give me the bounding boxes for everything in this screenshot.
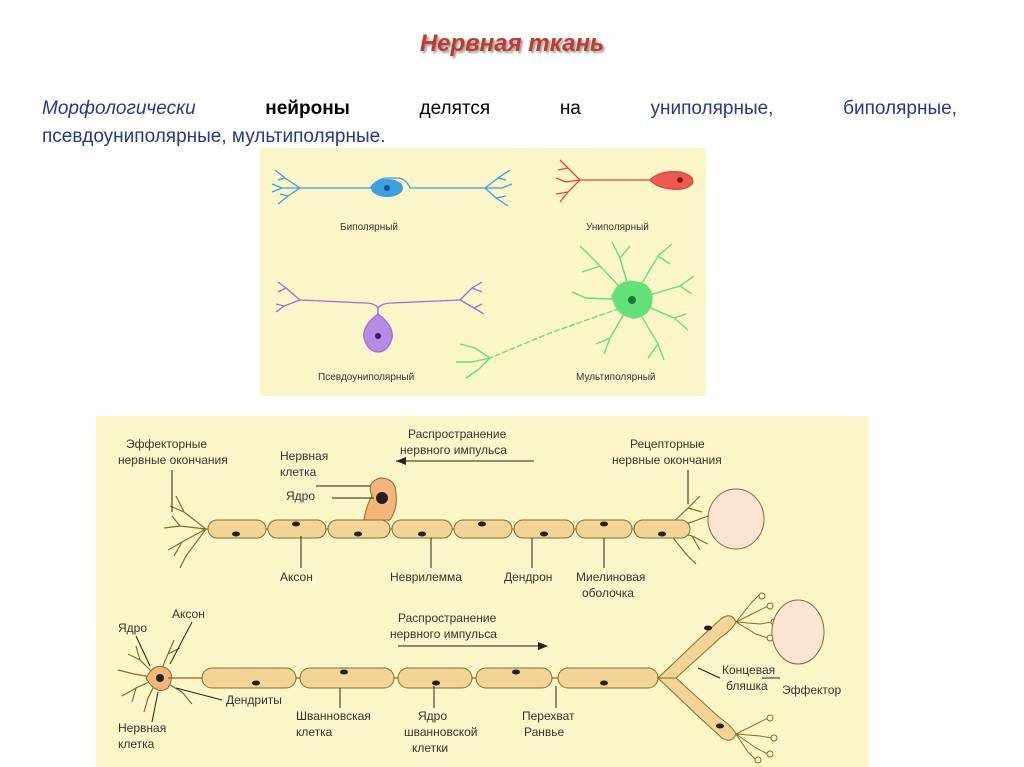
top-leader-lines <box>171 470 689 568</box>
receptor-endings-label: Рецепторные <box>630 437 705 451</box>
top-impulse-arrow-head <box>396 457 406 465</box>
myelin-label-line2: оболочка <box>582 586 634 600</box>
bipolar-label: Биполярный <box>340 222 398 233</box>
impulse-label: Распространение <box>408 427 507 441</box>
intro-keyword: нейроны <box>265 98 350 119</box>
multipolar-label: Мультиполярный <box>576 372 656 383</box>
schwann-nucleus-label-line2: шванновской <box>404 725 477 739</box>
unipolar-neuron-illustration <box>555 159 694 203</box>
ranvier-label: Перехват <box>522 709 575 723</box>
bottom-impulse-label: Распространение <box>398 611 497 625</box>
intro-word: биполярные, <box>843 98 957 119</box>
page-title: Нервная ткань <box>419 30 605 57</box>
top-neuron-illustration <box>163 477 765 569</box>
bottom-nerve-cell-label-line2: клетка <box>118 737 155 751</box>
intro-word: Морфологически <box>42 98 196 119</box>
ranvier-label-line2: Ранвье <box>524 725 565 739</box>
effector-endings-label-line2: нервные окончания <box>118 453 228 467</box>
effector-endings-label: Эффекторные <box>126 437 207 451</box>
neuron-structure-panel: Эффекторные нервные окончания Нервная кл… <box>96 416 869 767</box>
bottom-nucleus-label: Ядро <box>118 621 147 635</box>
schwann-label: Шванновская <box>296 709 371 723</box>
unipolar-label: Униполярный <box>586 222 649 233</box>
intro-word: на <box>559 98 581 119</box>
myelin-label: Миелиновая <box>576 570 645 584</box>
nerve-cell-label: Нервная <box>280 449 328 463</box>
multipolar-neuron-illustration <box>456 241 695 379</box>
bipolar-neuron-illustration <box>271 169 513 207</box>
bottom-impulse-label-line2: нервного импульса <box>390 627 497 641</box>
top-labels: Эффекторные нервные окончания Нервная кл… <box>118 427 722 600</box>
neuron-types-panel: Биполярный Униполярный Псевдоуниполярный… <box>260 148 706 396</box>
end-plate-label-line2: бляшка <box>726 679 768 693</box>
axon-label: Аксон <box>280 570 313 584</box>
bottom-impulse-arrow-head <box>538 642 548 650</box>
bottom-neuron-illustration <box>117 592 825 764</box>
effector-label: Эффектор <box>782 683 841 697</box>
intro-paragraph: Морфологически нейроны делятся на унипол… <box>42 95 957 151</box>
bottom-labels: Ядро Аксон Распространение нервного импу… <box>118 607 841 755</box>
intro-line2: псевдоуниполярные, мультиполярные. <box>42 126 386 147</box>
pseudounipolar-label: Псевдоуниполярный <box>318 372 414 383</box>
schwann-nucleus-label-line3: клетки <box>412 741 448 755</box>
neurilemma-label: Неврилемма <box>390 570 462 584</box>
schwann-label-line2: клетка <box>296 725 333 739</box>
bottom-leader-lines <box>135 621 780 723</box>
dendrites-label: Дендриты <box>226 693 282 707</box>
bottom-nerve-cell-label: Нервная <box>118 721 166 735</box>
impulse-label-line2: нервного импульса <box>400 443 507 457</box>
nerve-cell-label-line2: клетка <box>280 465 317 479</box>
pseudounipolar-neuron-illustration <box>275 281 485 353</box>
intro-word: униполярные, <box>650 98 774 119</box>
dendron-label: Дендрон <box>504 570 552 584</box>
bottom-axon-label: Аксон <box>172 607 205 621</box>
schwann-nucleus-label: Ядро <box>418 709 447 723</box>
nucleus-label: Ядро <box>286 489 315 503</box>
receptor-endings-label-line2: нервные окончания <box>612 453 722 467</box>
end-plate-label: Концевая <box>722 663 775 677</box>
intro-word: делятся <box>419 98 491 119</box>
